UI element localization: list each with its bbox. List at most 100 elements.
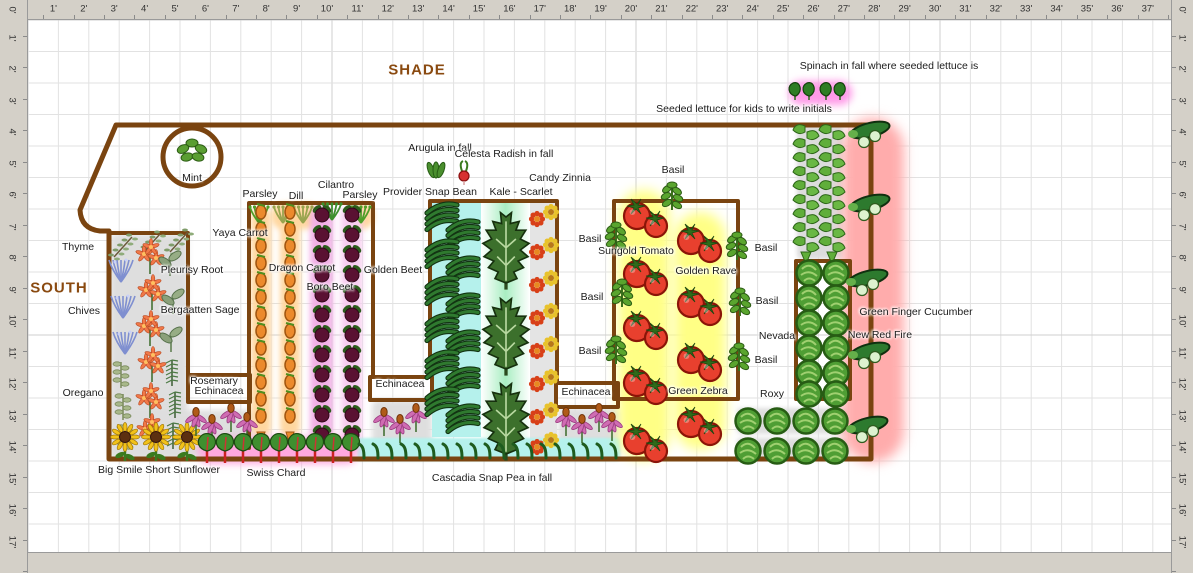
echinacea-icon[interactable] — [388, 414, 411, 444]
sunflower-icon[interactable] — [141, 422, 171, 462]
pleurisy-icon[interactable] — [135, 382, 165, 419]
lettuce-head-icon[interactable] — [821, 407, 849, 435]
chard-icon[interactable] — [287, 433, 307, 463]
pea-sprout-icon[interactable] — [441, 442, 450, 460]
pea-sprout-icon[interactable] — [357, 442, 366, 460]
chard-icon[interactable] — [269, 433, 289, 463]
lettuce-head-icon[interactable] — [795, 309, 823, 337]
chard-icon[interactable] — [341, 433, 361, 463]
lettuce-head-icon[interactable] — [734, 407, 762, 435]
zinnia-icon[interactable] — [528, 236, 560, 261]
pea-sprout-icon[interactable] — [539, 442, 548, 460]
pea-sprout-icon[interactable] — [595, 442, 604, 460]
bean-icon[interactable] — [424, 275, 460, 307]
lettuce-head-icon[interactable] — [822, 309, 850, 337]
basil-icon[interactable] — [604, 335, 628, 364]
radish-icon[interactable] — [458, 160, 470, 185]
lettuce-head-icon[interactable] — [795, 334, 823, 362]
basil-icon[interactable] — [727, 342, 751, 371]
chard-icon[interactable] — [305, 433, 325, 463]
tomato-pair-icon[interactable] — [676, 223, 723, 264]
zinnia-icon[interactable] — [528, 302, 560, 327]
basil-icon[interactable] — [725, 231, 749, 260]
pea-sprout-icon[interactable] — [399, 442, 408, 460]
pleurisy-icon[interactable] — [137, 274, 167, 311]
pleurisy-icon[interactable] — [135, 238, 165, 275]
spinach-icon[interactable] — [819, 82, 846, 100]
sage-icon[interactable] — [160, 287, 185, 314]
pea-sprout-icon[interactable] — [609, 442, 618, 460]
pea-sprout-icon[interactable] — [525, 442, 534, 460]
echinacea-icon[interactable] — [587, 403, 610, 433]
echinacea-icon[interactable] — [235, 412, 258, 442]
kale-icon[interactable] — [481, 381, 531, 461]
oregano-icon[interactable] — [114, 393, 132, 420]
echinacea-icon[interactable] — [600, 412, 623, 442]
pea-sprout-icon[interactable] — [567, 442, 576, 460]
echinacea-icon[interactable] — [570, 414, 593, 444]
pea-sprout-icon[interactable] — [385, 442, 394, 460]
basil-icon[interactable] — [728, 287, 752, 316]
cucumber-icon[interactable] — [848, 118, 891, 149]
beet-col-icon[interactable] — [311, 203, 333, 443]
chives-icon[interactable] — [110, 294, 136, 319]
sunflower-icon[interactable] — [110, 422, 140, 462]
basil-icon[interactable] — [660, 181, 684, 210]
echinacea-icon[interactable] — [554, 407, 577, 437]
chard-icon[interactable] — [215, 433, 235, 463]
loose-lettuce-icon[interactable] — [818, 124, 846, 266]
carrot-col-icon[interactable] — [284, 203, 296, 448]
tomato-pair-icon[interactable] — [622, 365, 669, 406]
chard-icon[interactable] — [323, 433, 343, 463]
echinacea-icon[interactable] — [219, 403, 242, 433]
echinacea-icon[interactable] — [404, 403, 427, 433]
kale-icon[interactable] — [481, 296, 531, 376]
zinnia-icon[interactable] — [528, 269, 560, 294]
spinach-icon[interactable] — [788, 82, 815, 100]
cucumber-icon[interactable] — [846, 266, 889, 297]
thyme-icon[interactable] — [108, 233, 138, 261]
rosemary-icon[interactable] — [165, 359, 179, 386]
oregano-icon[interactable] — [112, 361, 130, 388]
chives-icon[interactable] — [108, 258, 134, 283]
echinacea-icon[interactable] — [372, 407, 395, 437]
pea-sprout-icon[interactable] — [483, 442, 492, 460]
lettuce-head-icon[interactable] — [822, 334, 850, 362]
tomato-pair-icon[interactable] — [622, 423, 669, 464]
tomato-pair-icon[interactable] — [622, 310, 669, 351]
cucumber-icon[interactable] — [846, 413, 889, 444]
lettuce-head-icon[interactable] — [795, 259, 823, 287]
echinacea-icon[interactable] — [184, 407, 207, 437]
pea-sprout-icon[interactable] — [581, 442, 590, 460]
pleurisy-icon[interactable] — [137, 346, 167, 383]
chard-icon[interactable] — [233, 433, 253, 463]
lettuce-head-icon[interactable] — [821, 437, 849, 465]
bean-icon[interactable] — [424, 238, 460, 270]
tomato-pair-icon[interactable] — [676, 342, 723, 383]
lettuce-head-icon[interactable] — [763, 407, 791, 435]
cucumber-icon[interactable] — [848, 339, 891, 370]
basil-icon[interactable] — [610, 278, 634, 307]
lettuce-head-icon[interactable] — [795, 284, 823, 312]
zinnia-icon[interactable] — [528, 401, 560, 426]
chard-icon[interactable] — [197, 433, 217, 463]
tomato-pair-icon[interactable] — [622, 198, 669, 239]
pea-sprout-icon[interactable] — [553, 442, 562, 460]
zinnia-icon[interactable] — [528, 335, 560, 360]
basil-icon[interactable] — [604, 221, 628, 250]
lettuce-head-icon[interactable] — [795, 380, 823, 408]
echinacea-icon[interactable] — [200, 414, 223, 444]
sunflower-icon[interactable] — [172, 422, 202, 462]
arugula-icon[interactable] — [425, 161, 446, 179]
lettuce-head-icon[interactable] — [795, 359, 823, 387]
pleurisy-icon[interactable] — [135, 310, 165, 347]
thyme-icon[interactable] — [164, 228, 194, 256]
pea-sprout-icon[interactable] — [469, 442, 478, 460]
lettuce-head-icon[interactable] — [822, 284, 850, 312]
lettuce-head-icon[interactable] — [792, 437, 820, 465]
lettuce-head-icon[interactable] — [763, 437, 791, 465]
pea-sprout-icon[interactable] — [511, 442, 520, 460]
pea-sprout-icon[interactable] — [413, 442, 422, 460]
pea-sprout-icon[interactable] — [497, 442, 506, 460]
tomato-pair-icon[interactable] — [622, 256, 669, 297]
